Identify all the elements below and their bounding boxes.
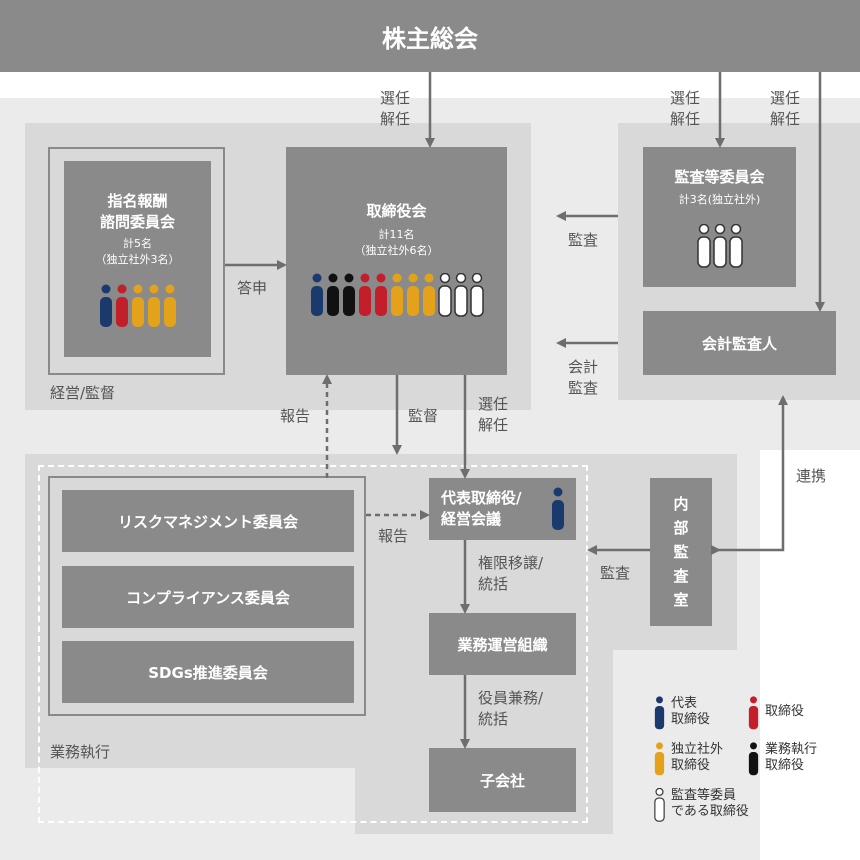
- board-title: 取締役会: [366, 202, 427, 220]
- person-director-icon: [374, 273, 387, 316]
- accounting-auditor-title: 会計監査人: [701, 334, 777, 353]
- label-supervise: 監督: [408, 407, 439, 425]
- person-independent-icon: [147, 284, 160, 327]
- legend-representative-icon: [654, 696, 665, 734]
- representative-director-title: 代表取締役/ 経営会議: [441, 489, 522, 528]
- legend-director-label: 取締役: [765, 704, 805, 719]
- legend-executive-icon: [748, 742, 759, 780]
- person-audit-member-icon: [453, 273, 468, 317]
- arrow-cooperation: [711, 395, 788, 555]
- person-representative-icon: [310, 273, 323, 316]
- legend-executive: 業務執行 取締役: [748, 742, 817, 780]
- label-elect-board: 選任 解任: [380, 89, 411, 128]
- person-executive-icon: [748, 742, 759, 776]
- label-delegation: 権限移譲/ 統括: [478, 554, 544, 593]
- person-audit-member-icon: [469, 273, 484, 317]
- legend-executive-label: 業務執行 取締役: [765, 742, 818, 773]
- person-independent-icon: [654, 742, 665, 776]
- person-director-icon: [358, 273, 371, 316]
- person-independent-icon: [406, 273, 419, 316]
- label-audit-board: 監査: [568, 231, 599, 249]
- board-members: [310, 273, 484, 317]
- legend-audit-member: 監査等委員 である取締役: [654, 787, 749, 826]
- management-label: 経営/監督: [50, 384, 116, 402]
- person-independent-icon: [390, 273, 403, 316]
- representative-director: 代表取締役/ 経営会議: [429, 478, 576, 540]
- legend-representative-label: 代表 取締役: [671, 696, 711, 727]
- audit-committee: 監査等委員会 計3名(独立社外): [643, 147, 796, 287]
- nomination-members: [99, 284, 177, 328]
- label-concurrent: 役員兼務/ 統括: [478, 689, 544, 728]
- person-executive-icon: [326, 273, 339, 316]
- execution-dashed-frame: [38, 465, 588, 823]
- nomination-breakdown: （独立社外3名）: [95, 253, 180, 266]
- representative-person-icon: [551, 487, 565, 535]
- person-representative-icon: [552, 487, 564, 530]
- legend-director: 取締役: [748, 696, 804, 734]
- internal-audit-title: 内部 監査室: [673, 495, 689, 609]
- shareholders-meeting: 株主総会: [0, 0, 860, 72]
- subsidiaries: 子会社: [429, 748, 576, 812]
- legend-independent-icon: [654, 742, 665, 780]
- person-audit-member-icon: [712, 224, 727, 268]
- person-independent-icon: [422, 273, 435, 316]
- accounting-auditor: 会計監査人: [643, 311, 836, 375]
- legend-independent: 独立社外 取締役: [654, 742, 723, 780]
- legend-audit-member-icon: [654, 787, 665, 826]
- person-audit-member-icon: [696, 224, 711, 268]
- committee-compliance: コンプライアンス委員会: [62, 566, 354, 628]
- legend-independent-label: 独立社外 取締役: [671, 742, 724, 773]
- person-executive-icon: [342, 273, 355, 316]
- audit-committee-count: 計3名(独立社外): [678, 193, 761, 206]
- execution-label: 業務執行: [50, 743, 111, 761]
- person-audit-member-icon: [728, 224, 743, 268]
- audit-committee-title: 監査等委員会: [674, 168, 765, 186]
- person-audit-member-icon: [437, 273, 452, 317]
- person-audit-member-icon: [654, 787, 665, 822]
- person-independent-icon: [163, 284, 176, 327]
- person-director-icon: [748, 696, 759, 730]
- committee-risk-management: リスクマネジメント委員会: [62, 490, 354, 552]
- committee-risk-label: リスクマネジメント委員会: [117, 512, 298, 531]
- subsidiaries-title: 子会社: [479, 771, 525, 790]
- label-cooperation: 連携: [796, 467, 827, 485]
- nomination-committee: 指名報酬 諮問委員会 計5名 （独立社外3名）: [64, 161, 211, 357]
- committee-sdgs-label: SDGs推進委員会: [148, 663, 268, 682]
- label-report-right: 報告: [378, 527, 409, 545]
- board-count: 計11名: [378, 228, 415, 241]
- shareholders-title: 株主総会: [382, 24, 478, 53]
- person-representative-icon: [654, 696, 665, 730]
- nomination-count: 計5名: [123, 237, 152, 250]
- committee-compliance-label: コンプライアンス委員会: [126, 588, 290, 607]
- label-elect-auditor: 選任 解任: [770, 89, 801, 128]
- committee-sdgs: SDGs推進委員会: [62, 641, 354, 703]
- label-answer: 答申: [237, 279, 268, 297]
- person-director-icon: [115, 284, 128, 327]
- board-breakdown: （独立社外6名）: [354, 244, 439, 257]
- label-elect-rep: 選任 解任: [478, 395, 509, 434]
- business-org-title: 業務運営組織: [457, 635, 548, 654]
- legend-director-icon: [748, 696, 759, 734]
- legend-representative: 代表 取締役: [654, 696, 710, 734]
- audit-committee-members: [696, 224, 743, 268]
- label-accounting-audit: 会計 監査: [568, 358, 599, 397]
- internal-audit-office: 内部 監査室: [650, 478, 712, 626]
- label-report-up: 報告: [280, 407, 311, 425]
- person-independent-icon: [131, 284, 144, 327]
- person-representative-icon: [99, 284, 112, 327]
- legend-audit-member-label: 監査等委員 である取締役: [671, 788, 749, 819]
- label-internal-audit: 監査: [600, 564, 631, 582]
- nomination-title: 指名報酬 諮問委員会: [99, 192, 175, 231]
- board-of-directors: 取締役会 計11名 （独立社外6名）: [286, 147, 507, 375]
- business-organization: 業務運営組織: [429, 613, 576, 675]
- label-elect-audit: 選任 解任: [670, 89, 701, 128]
